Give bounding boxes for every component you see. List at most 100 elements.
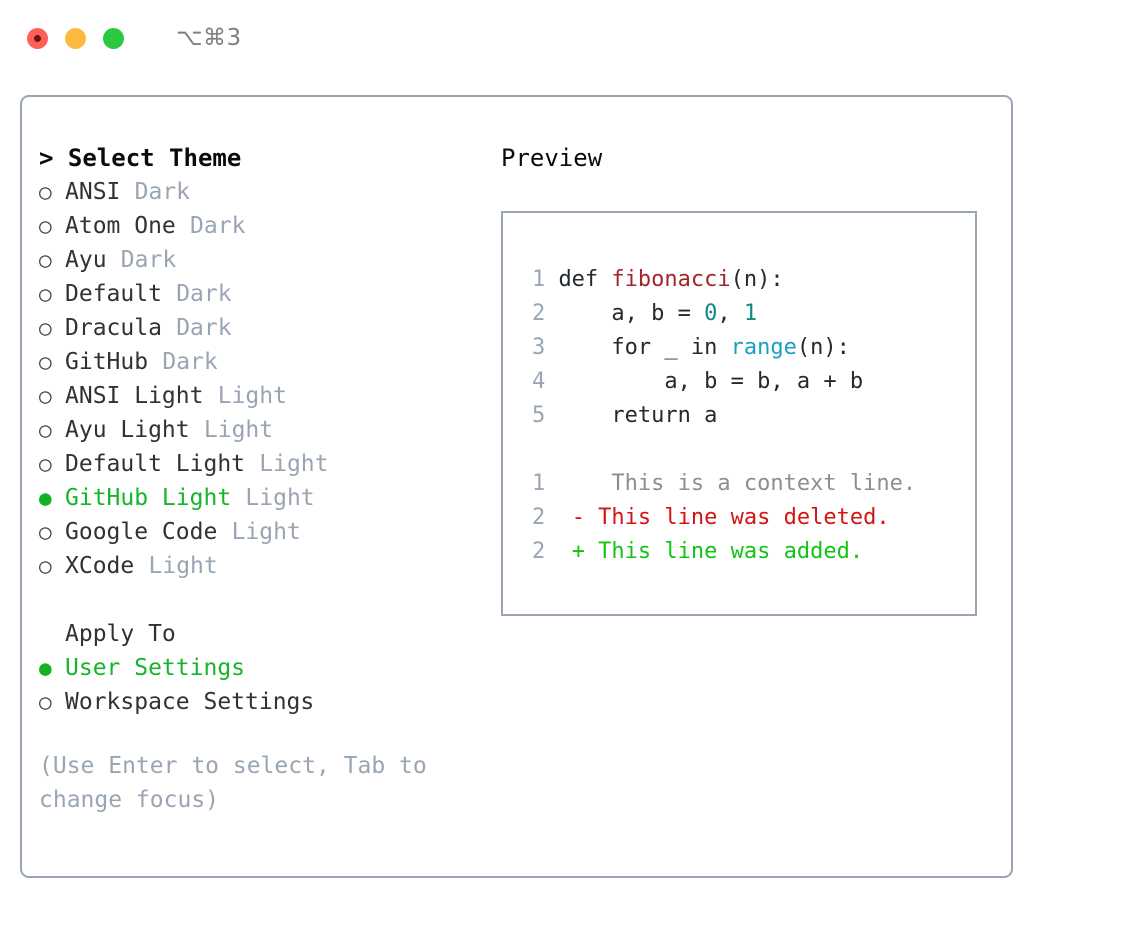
theme-category-label: Dark [162, 349, 218, 375]
diff-marker: + [571, 539, 585, 564]
theme-option-ansi-light[interactable]: ○ ANSI Light Light [39, 379, 489, 413]
theme-option-label: Ayu [65, 247, 107, 273]
theme-option-label: ANSI [65, 179, 121, 205]
minimize-light-icon[interactable] [65, 27, 86, 49]
theme-category-label: Light [203, 417, 274, 443]
code-line-number: 2 [531, 301, 546, 326]
theme-option-label: ANSI Light [65, 383, 204, 409]
theme-option-github[interactable]: ○ GitHub Dark [39, 345, 489, 379]
diff-sample-block: 1 This is a context line.2 - This line w… [521, 467, 975, 569]
theme-option-label: Dracula [65, 315, 162, 341]
code-line: 3 for _ in range(n): [521, 331, 975, 365]
preview-heading: Preview [501, 144, 603, 172]
list-spacer [39, 583, 489, 617]
theme-option-ayu-light[interactable]: ○ Ayu Light Light [39, 413, 489, 447]
radio-unselected-icon: ○ [39, 418, 52, 442]
theme-option-label: Default Light [65, 451, 246, 477]
apply-to-option-user-settings[interactable]: ● User Settings [39, 651, 489, 685]
radio-unselected-icon: ○ [39, 384, 52, 408]
diff-line-number: 2 [531, 505, 546, 530]
close-light-icon[interactable] [27, 27, 48, 49]
code-token-plain: for _ in [558, 335, 731, 360]
theme-category-label: Light [259, 451, 329, 477]
diff-marker [572, 471, 585, 496]
close-light-inner-dot [34, 34, 41, 42]
code-line: 2 a, b = 0, 1 [521, 297, 975, 331]
theme-option-label: Google Code [65, 519, 218, 545]
theme-category-label: Dark [120, 247, 177, 273]
theme-option-label: GitHub [65, 349, 149, 375]
code-token-plain: (n): [796, 335, 850, 360]
code-token-plain: a, b = b, a + b [558, 369, 864, 394]
code-token-num: 1 [743, 301, 758, 326]
radio-unselected-icon: ○ [39, 214, 52, 238]
radio-unselected-icon: ○ [39, 316, 52, 340]
theme-category-label: Dark [176, 315, 232, 341]
radio-unselected-icon: ○ [39, 520, 52, 544]
diff-line-number: 1 [531, 471, 546, 496]
theme-category-label: Light [217, 383, 287, 409]
code-diff-spacer [521, 433, 975, 467]
code-line-number: 5 [531, 403, 546, 428]
code-line-number: 3 [531, 335, 546, 360]
code-line-number: 1 [531, 267, 546, 292]
diff-marker: - [571, 505, 585, 530]
theme-option-google-code[interactable]: ○ Google Code Light [39, 515, 489, 549]
diff-line-text: This line was deleted. [584, 505, 890, 530]
theme-category-label: Light [231, 519, 301, 545]
theme-option-label: Ayu Light [65, 417, 190, 443]
apply-to-option-workspace-settings[interactable]: ○Workspace Settings [39, 685, 489, 719]
theme-option-dracula[interactable]: ○ Dracula Dark [39, 311, 489, 345]
diff-line-added: 2 + This line was added. [521, 535, 975, 569]
code-token-plain: a, b = [558, 301, 705, 326]
select-theme-heading: > Select Theme [39, 144, 242, 172]
theme-option-ansi[interactable]: ○ ANSI Dark [39, 175, 489, 209]
code-token-num: 0 [704, 301, 718, 326]
diff-line-text: This is a context line. [584, 471, 917, 496]
theme-category-label: Light [148, 553, 218, 579]
diff-line-number: 2 [531, 539, 546, 564]
radio-selected-icon: ● [39, 486, 52, 510]
code-token-plain: (n): [730, 267, 784, 292]
diff-line-deleted: 2 - This line was deleted. [521, 501, 975, 535]
theme-option-label: XCode [65, 553, 135, 579]
radio-unselected-icon: ○ [39, 350, 52, 374]
code-token-builtin: range [730, 335, 797, 360]
code-token-plain: def [558, 267, 612, 292]
theme-category-label: Dark [134, 179, 191, 205]
radio-unselected-icon: ○ [39, 452, 52, 476]
code-line-number: 4 [531, 369, 546, 394]
keyboard-shortcut-label: ⌥⌘3 [176, 25, 242, 51]
radio-unselected-icon: ○ [39, 248, 52, 272]
radio-unselected-icon: ○ [39, 690, 52, 714]
radio-selected-icon: ● [39, 656, 52, 680]
code-line: 5 return a [521, 399, 975, 433]
zoom-light-icon[interactable] [103, 27, 124, 49]
theme-category-label: Dark [176, 281, 232, 307]
apply-to-heading: Apply To [65, 621, 176, 647]
theme-option-default-light[interactable]: ○ Default Light Light [39, 447, 489, 481]
window-controls [27, 27, 124, 49]
code-line: 1 def fibonacci(n): [521, 263, 975, 297]
apply-to-option-label: User Settings [65, 655, 246, 681]
theme-option-ayu[interactable]: ○ Ayu Dark [39, 243, 489, 277]
diff-line-context: 1 This is a context line. [521, 467, 975, 501]
code-line: 4 a, b = b, a + b [521, 365, 975, 399]
code-token-plain: , [717, 301, 744, 326]
theme-option-label: Default [65, 281, 162, 307]
keyboard-hint-text: (Use Enter to select, Tab to change focu… [39, 753, 441, 813]
title-bar: ⌥⌘3 [0, 0, 1140, 76]
code-token-plain: return a [558, 403, 718, 428]
radio-unselected-icon: ○ [39, 180, 52, 204]
theme-category-label: Dark [190, 213, 246, 239]
code-token-fn: fibonacci [611, 267, 731, 292]
